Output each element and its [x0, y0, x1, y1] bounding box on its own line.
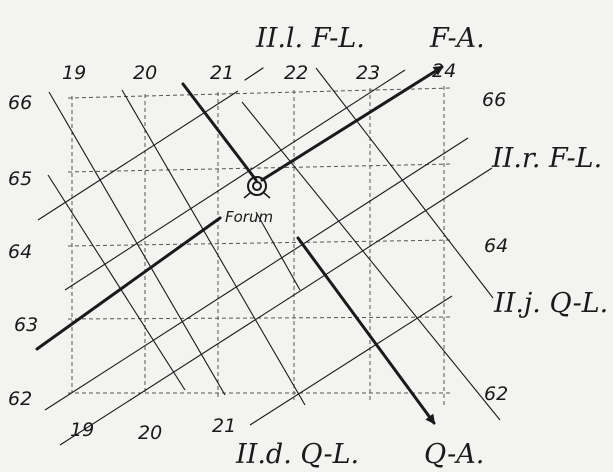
grid-horizontal-line	[67, 87, 453, 99]
diagonal-line	[64, 69, 406, 291]
diagonal-lines-nw-se	[47, 67, 501, 421]
diagonal-line	[59, 167, 493, 446]
diagonal-line	[37, 90, 239, 221]
label-right-forum-line: II.r. F-L.	[491, 143, 602, 174]
diagonal-line	[241, 101, 501, 421]
dashed-grid	[67, 86, 453, 405]
label-left-forum-line: II.l. F-L.	[255, 23, 365, 54]
grid-horizontal-line	[67, 163, 453, 173]
left-axis-numbers: 66 65 64 63 62	[8, 92, 38, 410]
street-upper-left-to-forum	[181, 82, 258, 182]
label-forum-axis: F-A.	[429, 23, 485, 54]
top-number: 23	[356, 62, 380, 84]
left-number: 63	[14, 314, 38, 336]
diagonal-line	[255, 211, 301, 291]
diagonal-line	[121, 89, 306, 406]
bottom-number: 19	[70, 419, 94, 441]
diagonal-line	[47, 174, 186, 391]
left-number: 65	[8, 168, 32, 190]
bottom-number: 21	[212, 415, 236, 437]
forum-inner-ring-icon	[252, 181, 262, 191]
street-q-a-arrow	[296, 236, 436, 425]
street-f-a-arrow	[260, 65, 444, 182]
top-number: 19	[62, 62, 86, 84]
diagonal-line	[44, 137, 469, 411]
street-labels: II.l. F-L. F-A. II.r. F-L. II.j. Q-L. II…	[225, 23, 608, 470]
forum-symbol	[243, 176, 271, 199]
left-number: 64	[8, 241, 32, 263]
right-number: 66	[482, 89, 506, 111]
left-number: 66	[8, 92, 32, 114]
forum-outer-ring-icon	[247, 176, 267, 196]
bottom-number: 20	[138, 422, 162, 444]
diagonal-line	[315, 67, 494, 299]
top-axis-numbers: 19 20 21 22 23 24	[62, 60, 456, 84]
right-number: 64	[484, 235, 508, 257]
right-number: 62	[484, 383, 508, 405]
label-q-axis: Q-A.	[424, 439, 484, 468]
label-d-q-line: II.d. Q-L.	[235, 439, 359, 468]
grid-horizontal-line	[67, 239, 453, 247]
street-forum-to-lower-left	[35, 216, 222, 351]
label-forum: Forum	[225, 208, 273, 226]
top-number: 20	[133, 62, 157, 84]
diagonal-lines-ne-sw	[37, 69, 493, 446]
diagonal-line	[48, 91, 226, 396]
main-streets	[35, 65, 444, 425]
top-number: 24	[432, 60, 456, 82]
left-number: 62	[8, 388, 32, 410]
right-axis-numbers: 66 64 62	[482, 89, 508, 405]
bottom-axis-numbers: 19 20 21	[70, 415, 236, 444]
top-number: 21	[210, 62, 234, 84]
grid-horizontal-line	[67, 316, 453, 320]
top-number: 22	[284, 62, 308, 84]
diagonal-line	[249, 295, 453, 426]
forum-tick-marks-icon	[243, 192, 271, 199]
label-j-q-line: II.j. Q-L.	[493, 288, 608, 319]
dash-to-lfl-label	[244, 67, 264, 81]
